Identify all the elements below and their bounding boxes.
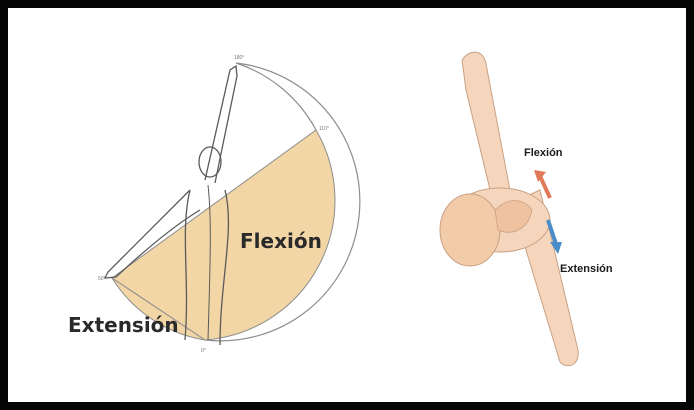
top-view-diagram: Flexión Extensión <box>400 30 670 390</box>
head <box>440 194 500 266</box>
degree-mark-180: 180° <box>234 55 244 61</box>
flexion-label-left: Flexión <box>240 229 322 253</box>
degree-mark-110: 110° <box>319 126 329 132</box>
extension-label-left: Extensión <box>68 313 179 337</box>
shoulder-rom-diagram: 180° 110° 50° 0° Flexión Extensión <box>40 40 370 370</box>
extension-label-right: Extensión <box>560 263 613 275</box>
flexion-label-right: Flexión <box>524 147 563 159</box>
raised-arm <box>462 52 510 198</box>
degree-mark-0: 0° <box>201 348 206 354</box>
degree-mark-50: 50° <box>98 276 106 282</box>
